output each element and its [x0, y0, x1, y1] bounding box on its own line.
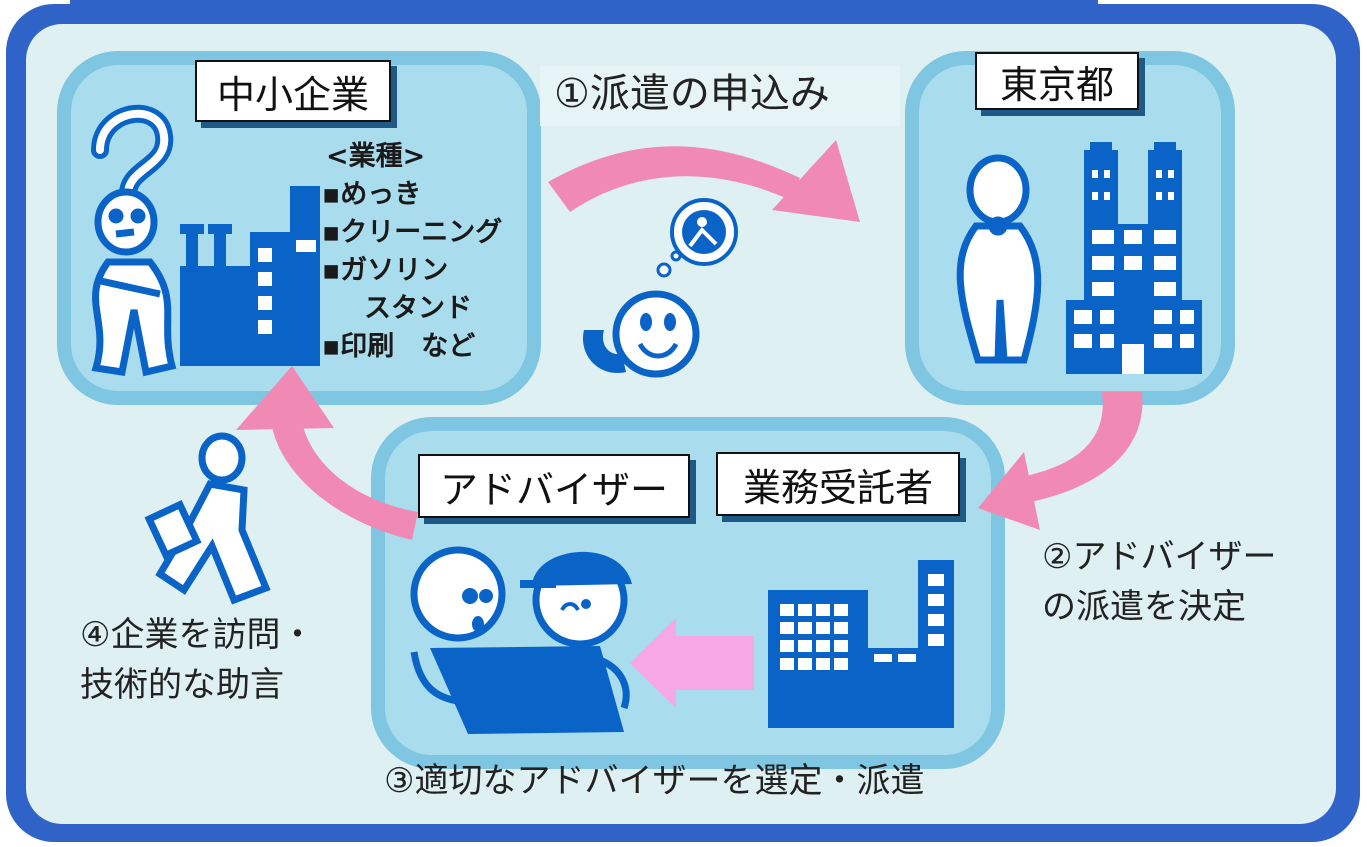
contractor-building-icon: [768, 560, 954, 728]
arrow-visit: [272, 422, 418, 540]
arrow-apply: [548, 146, 800, 212]
arrow-decide-head: [978, 452, 1040, 530]
confused-person-icon: [91, 188, 177, 377]
industry-item: ▪ガソリン: [322, 255, 449, 286]
industry-list: <業種> ▪めっき ▪クリーニング ▪ガソリン スタンド ▪印刷 など: [322, 138, 502, 366]
step-3-label: ③適切なアドバイザーを選定・派遣: [384, 761, 925, 801]
government-building-icon: [1066, 142, 1202, 374]
arrow-apply-head: [772, 140, 860, 222]
sme-title: 中小企業: [216, 72, 369, 117]
arrow-visit-head: [236, 366, 334, 430]
contractor-title: 業務受託者: [742, 465, 933, 510]
advisor-title-box: アドバイザー: [418, 454, 690, 518]
step-1-label: ①派遣の申込み: [554, 71, 830, 117]
step-2-label-line1: ②アドバイザー: [1042, 537, 1277, 577]
advisor-title: アドバイザー: [439, 467, 668, 512]
step-2-label-line2: の派遣を決定: [1042, 587, 1246, 627]
contractor-title-box: 業務受託者: [716, 452, 960, 516]
factory-icon: [180, 186, 320, 366]
advisors-icon: [410, 546, 632, 734]
tokyo-title-box: 東京都: [975, 52, 1139, 110]
arrow-select-head: [630, 618, 676, 708]
arrow-decide: [1016, 392, 1143, 504]
industry-header: <業種>: [326, 141, 426, 172]
walking-advisor-icon: [144, 432, 271, 605]
phone-caller-icon: [583, 198, 738, 378]
official-person-icon: [956, 154, 1042, 364]
industry-item: ▪クリーニング: [322, 217, 503, 248]
sme-title-box: 中小企業: [195, 60, 391, 122]
step-4-label-line2: 技術的な助言: [80, 665, 284, 705]
industry-item: ▪めっき: [322, 179, 422, 210]
industry-item: スタンド: [364, 293, 472, 324]
industry-item: ▪印刷 など: [322, 331, 476, 362]
tokyo-title: 東京都: [999, 62, 1114, 107]
step-4-label-line1: ④企業を訪問・: [80, 615, 315, 655]
